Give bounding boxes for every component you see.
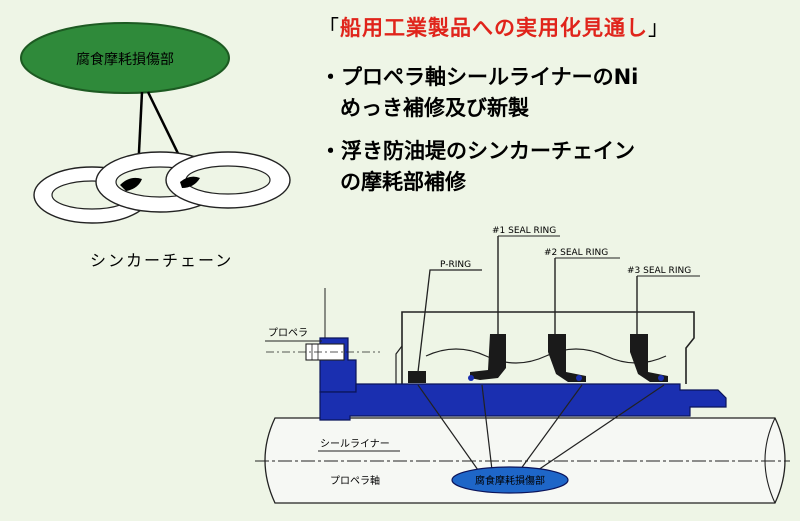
label-seal-ring-1: #1 SEAL RING	[492, 226, 556, 236]
label-propeller-shaft: プロペラ軸	[330, 474, 380, 487]
seal-cross-section: #1 SEAL RING #2 SEAL RING #3 SEAL RING P…	[255, 226, 790, 504]
wear-mark-2	[180, 176, 200, 188]
chain-illustration: 腐食摩耗損傷部	[20, 22, 291, 224]
p-ring	[408, 371, 426, 383]
bullet-text-line2: めっき補修及び新製	[340, 96, 529, 120]
bullet-item: ・浮き防油堤のシンカーチェイン の摩耗部補修	[320, 136, 638, 198]
title-text: 船用工業製品への実用化見通し	[340, 15, 648, 40]
seal-liner-part	[319, 383, 727, 421]
bullet-marker: ・	[320, 65, 341, 89]
damage-label-ellipse	[20, 22, 230, 94]
seal-ring-3	[630, 334, 668, 382]
bullet-text-line1: 浮き防油堤のシンカーチェイン	[341, 139, 635, 163]
seal-ring-2	[548, 334, 586, 382]
wear-mark-1	[120, 177, 142, 191]
label-seal-ring-3: #3 SEAL RING	[627, 266, 691, 276]
label-liner-damage: 腐食摩耗損傷部	[475, 474, 545, 487]
slide-title: 「船用工業製品への実用化見通し」	[318, 12, 670, 42]
chain-damage-label: 腐食摩耗損傷部	[76, 51, 174, 68]
title-open-bracket: 「	[318, 16, 340, 40]
bullet-list: ・プロペラ軸シールライナーのNi めっき補修及び新製 ・浮き防油堤のシンカーチェ…	[320, 62, 638, 210]
bullet-marker: ・	[320, 139, 341, 163]
label-seal-liner: シールライナー	[320, 438, 390, 450]
label-seal-ring-2: #2 SEAL RING	[544, 248, 608, 258]
title-close-bracket: 」	[648, 16, 670, 40]
liner-damage-ellipse	[451, 466, 569, 494]
seal-ring-1	[470, 334, 506, 380]
chain-caption: シンカーチェーン	[90, 251, 234, 270]
label-p-ring: P-RING	[440, 260, 471, 270]
bullet-text-line2: の摩耗部補修	[340, 170, 466, 194]
bullet-text-line1: プロペラ軸シールライナーのNi	[341, 65, 639, 89]
chain-link-right	[165, 151, 291, 209]
label-propeller: プロペラ	[268, 327, 308, 339]
leader-p-ring	[417, 269, 482, 373]
bullet-item: ・プロペラ軸シールライナーのNi めっき補修及び新製	[320, 62, 638, 124]
seal-housing	[401, 311, 695, 390]
